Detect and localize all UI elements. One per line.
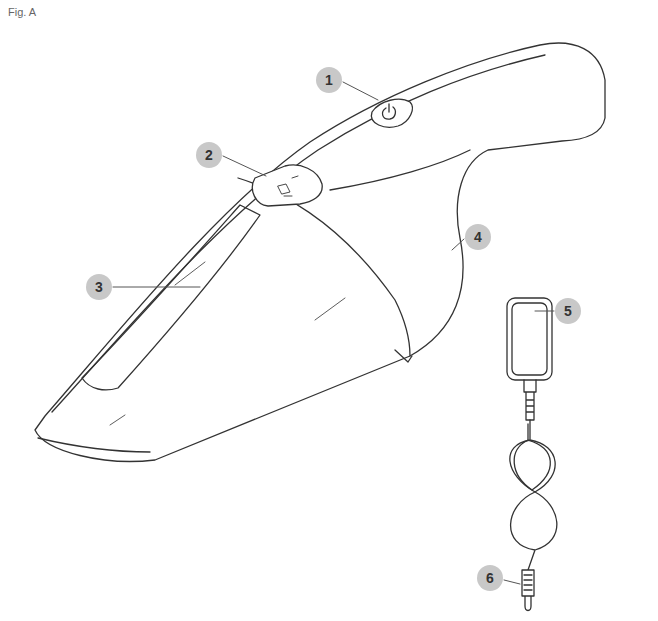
callout-number: 3 bbox=[86, 274, 112, 300]
callout-circle bbox=[477, 565, 503, 591]
leader-line bbox=[223, 156, 266, 176]
handle-curve bbox=[330, 150, 470, 190]
front-window bbox=[82, 205, 260, 390]
callout-circle bbox=[555, 298, 581, 324]
callout-number: 4 bbox=[465, 224, 491, 250]
power-icon bbox=[383, 104, 396, 119]
release-icon bbox=[278, 176, 298, 196]
surface-mark bbox=[110, 262, 345, 425]
vacuum-body bbox=[35, 43, 605, 461]
callout-number: 6 bbox=[477, 565, 503, 591]
callout-number: 5 bbox=[555, 298, 581, 324]
callout-circle bbox=[196, 142, 222, 168]
leader-line bbox=[535, 311, 554, 312]
callout-circle bbox=[465, 224, 491, 250]
body-ridge bbox=[52, 55, 545, 412]
charger-adapter bbox=[507, 298, 552, 380]
rear-foot bbox=[395, 350, 412, 362]
leader-line bbox=[452, 239, 464, 250]
callout-circle bbox=[86, 274, 112, 300]
charger-cord-2 bbox=[514, 424, 550, 490]
leader-line bbox=[113, 287, 200, 288]
charger-neck bbox=[524, 380, 536, 420]
charger-face bbox=[512, 303, 547, 375]
charger-plug bbox=[522, 570, 534, 611]
release-button bbox=[252, 165, 322, 206]
figure-label: Fig. A bbox=[8, 6, 36, 18]
callout-number: 1 bbox=[316, 67, 342, 93]
leader-line bbox=[504, 580, 520, 584]
charger-cord bbox=[510, 420, 557, 570]
callout-circle bbox=[316, 67, 342, 93]
power-button bbox=[371, 99, 412, 127]
nozzle-edge bbox=[38, 438, 150, 452]
callout-number: 2 bbox=[196, 142, 222, 168]
leader-line bbox=[343, 82, 378, 100]
